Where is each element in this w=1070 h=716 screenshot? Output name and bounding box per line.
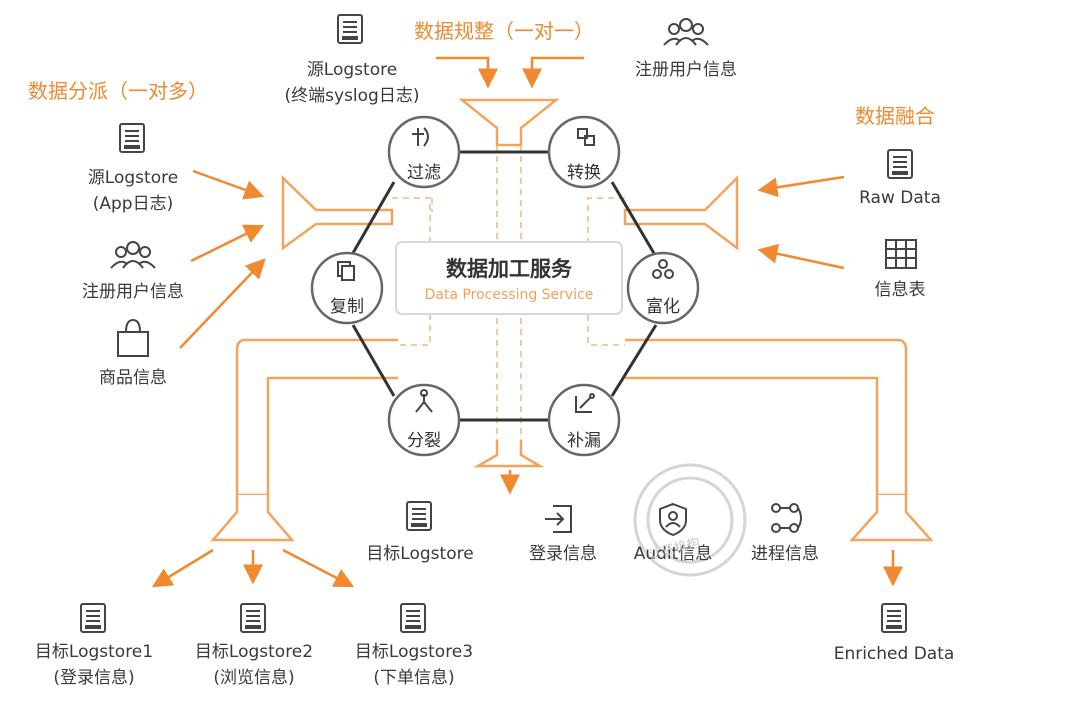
operation-filter: 过滤 bbox=[407, 163, 441, 183]
dispatch-output-1-label: 目标Logstore1 bbox=[34, 642, 154, 662]
source-syslog-label: 源Logstore bbox=[306, 60, 398, 80]
table-icon bbox=[885, 239, 917, 269]
convert-icon bbox=[577, 128, 595, 146]
heading-data-regulate: 数据规整（一对一） bbox=[414, 19, 594, 43]
login-info-label: 登录信息 bbox=[529, 544, 597, 564]
logstore-icon bbox=[337, 14, 363, 44]
operation-convert: 转换 bbox=[567, 163, 601, 183]
operation-split: 分裂 bbox=[407, 431, 441, 451]
login-icon bbox=[545, 505, 572, 533]
heading-data-fusion: 数据融合 bbox=[855, 104, 935, 128]
users-icon bbox=[110, 241, 156, 269]
dispatch-output-1-sublabel: (登录信息) bbox=[53, 668, 135, 688]
split-icon bbox=[415, 389, 433, 413]
center-service-box bbox=[395, 241, 623, 315]
dispatch-output-3-sublabel: (下单信息) bbox=[373, 668, 455, 688]
stamp-watermark bbox=[633, 463, 747, 577]
top-registered-users-label: 注册用户信息 bbox=[635, 60, 737, 80]
center-service-subtitle: Data Processing Service bbox=[424, 287, 594, 303]
process-icon bbox=[771, 503, 802, 533]
target-logstore-label: 目标Logstore bbox=[366, 544, 474, 564]
dispatch-output-3-label: 目标Logstore3 bbox=[354, 642, 474, 662]
logstore-icon bbox=[887, 149, 913, 179]
product-info-label: 商品信息 bbox=[99, 368, 167, 388]
users-icon bbox=[663, 18, 709, 46]
enrich-icon bbox=[652, 259, 674, 279]
logstore-icon bbox=[80, 603, 106, 633]
center-service-title: 数据加工服务 bbox=[446, 257, 572, 281]
logstore-icon bbox=[240, 603, 266, 633]
dispatch-output-2-label: 目标Logstore2 bbox=[194, 642, 314, 662]
flow-arrows bbox=[151, 56, 903, 588]
logstore-icon bbox=[406, 501, 432, 531]
info-table-label: 信息表 bbox=[874, 280, 926, 300]
audit-shield-icon bbox=[659, 502, 687, 537]
copy-icon bbox=[337, 261, 355, 281]
heading-data-dispatch: 数据分派（一对多） bbox=[28, 79, 208, 103]
bag-icon bbox=[117, 318, 149, 357]
logstore-icon bbox=[400, 603, 426, 633]
logstore-icon bbox=[119, 123, 145, 153]
logstore-icon bbox=[881, 603, 907, 633]
source-app-sublabel: (App日志) bbox=[92, 194, 174, 214]
audit-info-label: Audit信息 bbox=[633, 544, 713, 564]
fill-icon bbox=[575, 393, 595, 413]
dispatch-output-2-sublabel: (浏览信息) bbox=[213, 668, 295, 688]
enriched-data-label: Enriched Data bbox=[833, 644, 955, 664]
operation-node-circles bbox=[310, 115, 700, 457]
filter-icon bbox=[412, 127, 429, 147]
operation-copy: 复制 bbox=[330, 297, 364, 317]
raw-data-label: Raw Data bbox=[859, 188, 941, 208]
source-app-label: 源Logstore bbox=[87, 168, 179, 188]
operation-enrich: 富化 bbox=[646, 297, 680, 317]
left-registered-users-label: 注册用户信息 bbox=[82, 282, 184, 302]
operation-fill: 补漏 bbox=[567, 431, 601, 451]
process-info-label: 进程信息 bbox=[751, 544, 819, 564]
pipes bbox=[210, 98, 934, 542]
hexagon-edges bbox=[351, 150, 658, 422]
source-syslog-sublabel: (终端syslog日志) bbox=[284, 86, 420, 106]
